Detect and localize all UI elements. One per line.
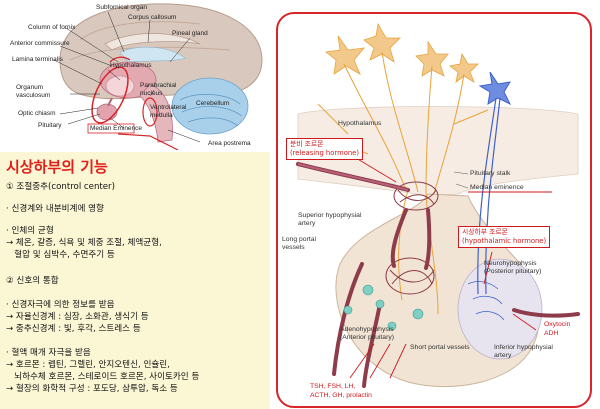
info-line-3: · 인체의 균형 (6, 226, 54, 236)
superior-artery-line-2: artery (298, 220, 316, 227)
label-optic-chiasm: Optic chiasm (18, 110, 56, 117)
inferior-artery-line-1: Inferior hypophysial (494, 344, 553, 351)
info-line-9: → 중추신경계 : 빛, 후각, 스트레스 등 (6, 324, 141, 334)
long-portal-line-2: vessels (282, 244, 305, 251)
label-column-of-fornix: Column of fornix (28, 24, 76, 31)
info-line-12: 뇌하수체 호르몬, 스테로이드 호르몬, 사이토카인 등 (6, 372, 200, 382)
anterior-hormones-line-1: TSH, FSH, LH, (310, 383, 356, 390)
info-line-8: → 자율신경계 : 심장, 소화관, 생식기 등 (6, 312, 149, 322)
long-portal-line-1: Long portal (282, 236, 317, 243)
label-area-postrema: Area postrema (208, 140, 251, 147)
label-corpus-callosum: Corpus callosum (128, 14, 177, 21)
info-line-11: → 호르몬 : 렙틴, 그렐린, 안지오텐신, 인슐린, (6, 360, 170, 370)
info-line-4: → 체온, 갈증, 식욕 및 체중 조절, 체액균형, (6, 238, 162, 248)
hypothalamic-pituitary-diagram: Hypothalamus 분비 조르몬 (releasing hormone) … (276, 12, 592, 408)
label-median-eminence: Median Eminence (90, 125, 143, 132)
releasing-hormone-box: 분비 조르몬 (releasing hormone) (286, 138, 363, 160)
brain-sagittal-figure: Subfornical organ Column of fornix Corpu… (0, 0, 272, 150)
label-hypothalamus: Hypothalamus (110, 62, 152, 69)
neurohypophysis-line-2: (Posterior pituitary) (484, 268, 542, 275)
label-adenohypophysis: Adenohypophysis (Anterior pituitary) (340, 326, 394, 342)
label-cerebellum: Cerebellum (196, 100, 230, 107)
oxytocin-label: Oxytocin (544, 321, 571, 328)
label-inferior-hypophysial-artery: Inferior hypophysial artery (494, 344, 553, 360)
info-line-6: ② 신호의 통합 (6, 276, 59, 286)
info-line-7: · 신경자극에 의한 정보를 받음 (6, 300, 115, 310)
label-median-eminence-diagram: Median eminence (470, 184, 524, 191)
label-ventrolateral-medulla: Ventrolateral medulla (150, 104, 187, 119)
label-anterior-commissure: Anterior commissure (10, 40, 70, 47)
label-subfornical-organ: Subfornical organ (96, 4, 147, 11)
label-pineal-gland: Pineal gland (172, 30, 208, 37)
label-organum-vasculosum: Organum vasculosum (16, 84, 51, 99)
adenohypophysis-line-1: Adenohypophysis (340, 326, 394, 333)
label-oxytocin-adh: Oxytocin ADH (544, 320, 570, 338)
superior-artery-line-1: Superior hypophysial (298, 212, 362, 219)
inferior-artery-line-2: artery (494, 352, 512, 359)
info-line-5: 혈압 및 심박수, 수면주기 등 (6, 250, 115, 260)
anterior-hormones-line-2: ACTH, GH, prolactin (310, 392, 372, 399)
functions-title: 시상하부의 기능 (6, 158, 108, 176)
hypothalamic-hormone-english: (hypothalamic hormone) (462, 237, 547, 245)
releasing-hormone-korean: 분비 조르몬 (290, 140, 324, 148)
label-superior-hypophysial-artery: Superior hypophysial artery (298, 212, 361, 228)
label-neurohypophysis: Neurohypophysis (Posterior pituitary) (484, 260, 541, 276)
releasing-hormone-english: (releasing hormone) (290, 149, 359, 157)
label-short-portal-vessels: Short portal vessels (410, 344, 470, 351)
brain-illustration (53, 3, 263, 150)
label-lamina-terminalis: Lamina terminalis (12, 56, 63, 63)
label-pituitary: Pituitary (38, 122, 62, 129)
adenohypophysis-line-2: (Anterior pituitary) (340, 334, 395, 341)
label-pituitary-stalk: Pituitary stalk (470, 170, 511, 177)
label-anterior-pituitary-hormones: TSH, FSH, LH, ACTH, GH, prolactin (310, 382, 372, 400)
hypothalamic-hormone-korean: 시상하부 조르몬 (462, 228, 508, 236)
label-parabrachial-nucleus: Parabrachial nucleus (140, 82, 177, 97)
info-line-1: ① 조절중추(control center) (6, 182, 115, 192)
hypothalamus-functions-panel: 시상하부의 기능 ① 조절중추(control center) · 신경계와 내… (0, 152, 270, 409)
neurohypophysis-line-1: Neurohypophysis (484, 260, 537, 267)
info-line-13: → 혈장의 화학적 구성 : 포도당, 삼투압, 독소 등 (6, 384, 178, 394)
info-line-2: · 신경계와 내분비계에 영향 (6, 204, 104, 214)
label-hypothalamus-diagram: Hypothalamus (338, 120, 382, 127)
hypothalamic-hormone-box: 시상하부 조르몬 (hypothalamic hormone) (458, 226, 551, 248)
adh-label: ADH (544, 330, 559, 337)
label-long-portal-vessels: Long portal vessels (282, 236, 316, 252)
info-line-10: · 혈액 매개 자극을 받음 (6, 348, 91, 358)
